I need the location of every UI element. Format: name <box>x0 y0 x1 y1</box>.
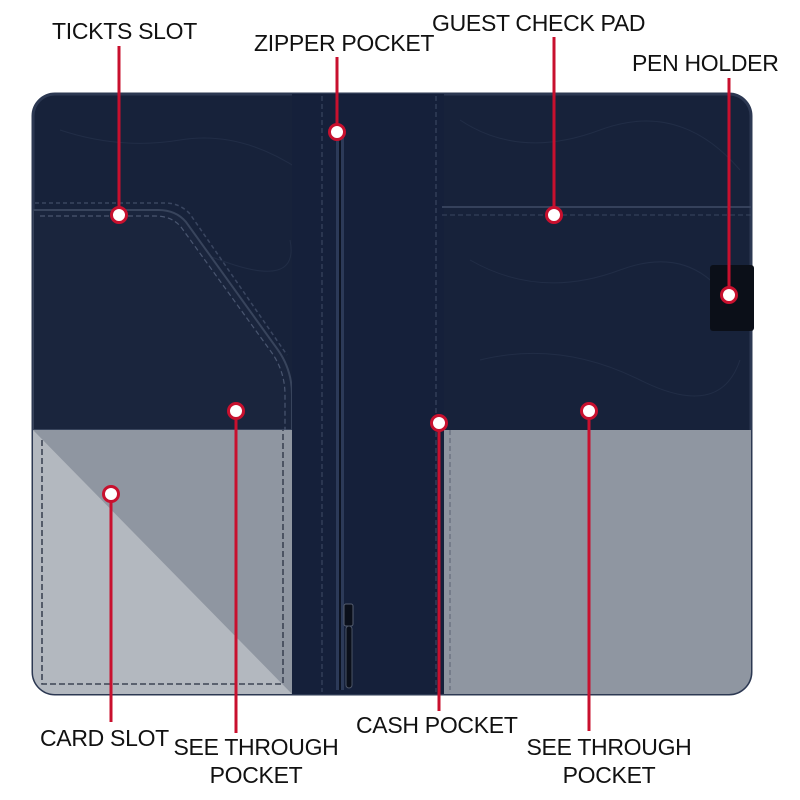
callout-lines <box>109 37 731 733</box>
dot-tickets-slot <box>110 206 128 224</box>
label-zipper-pocket: ZIPPER POCKET <box>254 30 435 56</box>
zipper-panel <box>292 94 444 694</box>
label-tickets-slot: TICKTS SLOT <box>52 18 197 44</box>
tickets-slot-stitch <box>40 215 286 430</box>
dot-see-through-right <box>580 402 598 420</box>
tickets-slot-flap <box>33 209 293 431</box>
label-see-through-left: SEE THROUGH POCKET <box>174 733 339 789</box>
label-see-through-left-line2: POCKET <box>209 762 303 788</box>
dot-pen-holder <box>720 286 738 304</box>
label-see-through-left-line1: SEE THROUGH <box>173 734 339 760</box>
dot-zipper-pocket <box>328 123 346 141</box>
right-see-through-pocket <box>444 430 751 694</box>
label-pen-holder: PEN HOLDER <box>632 50 779 76</box>
label-card-slot: CARD SLOT <box>40 725 169 751</box>
dot-card-slot <box>102 485 120 503</box>
label-see-through-right-line2: POCKET <box>562 762 656 788</box>
label-cash-pocket: CASH POCKET <box>356 712 518 738</box>
left-pocket-seam <box>41 430 284 685</box>
callout-dots <box>102 123 738 503</box>
dot-guest-check-pad <box>545 206 563 224</box>
dot-see-through-left <box>227 402 245 420</box>
zipper-pull-icon <box>343 603 354 689</box>
label-see-through-right: SEE THROUGH POCKET <box>527 733 692 789</box>
label-see-through-right-line1: SEE THROUGH <box>526 734 692 760</box>
card-slot-panel <box>33 430 292 694</box>
dot-cash-pocket <box>430 414 448 432</box>
label-guest-check-pad: GUEST CHECK PAD <box>432 10 646 36</box>
